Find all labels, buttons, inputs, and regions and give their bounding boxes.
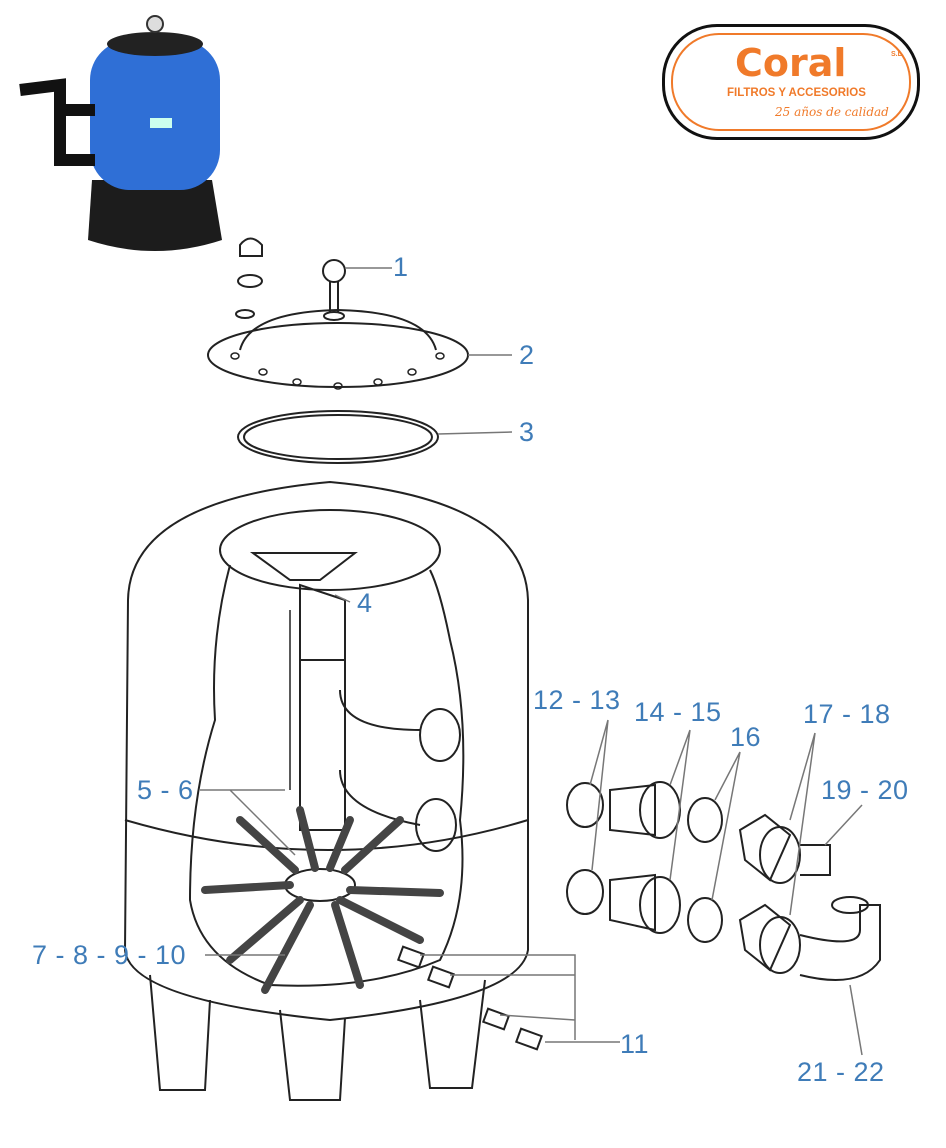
logo-border [671,33,911,131]
part-label-12-13: 12 - 13 [533,685,621,715]
part-1-air-valve [235,237,392,321]
part-label-2: 2 [519,340,535,370]
logo-motto: 25 años de calidad [775,105,889,119]
filter-tank [123,480,620,1101]
part-3-o-ring [237,410,513,464]
side-fittings [566,719,881,1056]
part-label-5-6: 5 - 6 [137,775,194,805]
part-label-19-20: 19 - 20 [821,775,909,805]
logo-tagline: FILTROS Y ACCESORIOS [727,87,866,99]
part-label-1: 1 [393,252,409,282]
part-label-14-15: 14 - 15 [634,697,722,727]
logo-brand: Coral [735,41,847,85]
part-label-16: 16 [730,722,762,752]
logo-suffix: S.L. [891,51,904,58]
coral-logo: Coral S.L. FILTROS Y ACCESORIOS 25 años … [662,24,920,140]
part-label-11: 11 [620,1029,650,1059]
part-label-4: 4 [357,588,373,618]
part-label-3: 3 [519,417,535,447]
filter-product-photo [19,15,222,251]
part-label-21-22: 21 - 22 [797,1057,885,1087]
part-label-17-18: 17 - 18 [803,699,891,729]
part-label-7-10: 7 - 8 - 9 - 10 [32,940,187,970]
part-2-lid [207,308,512,390]
